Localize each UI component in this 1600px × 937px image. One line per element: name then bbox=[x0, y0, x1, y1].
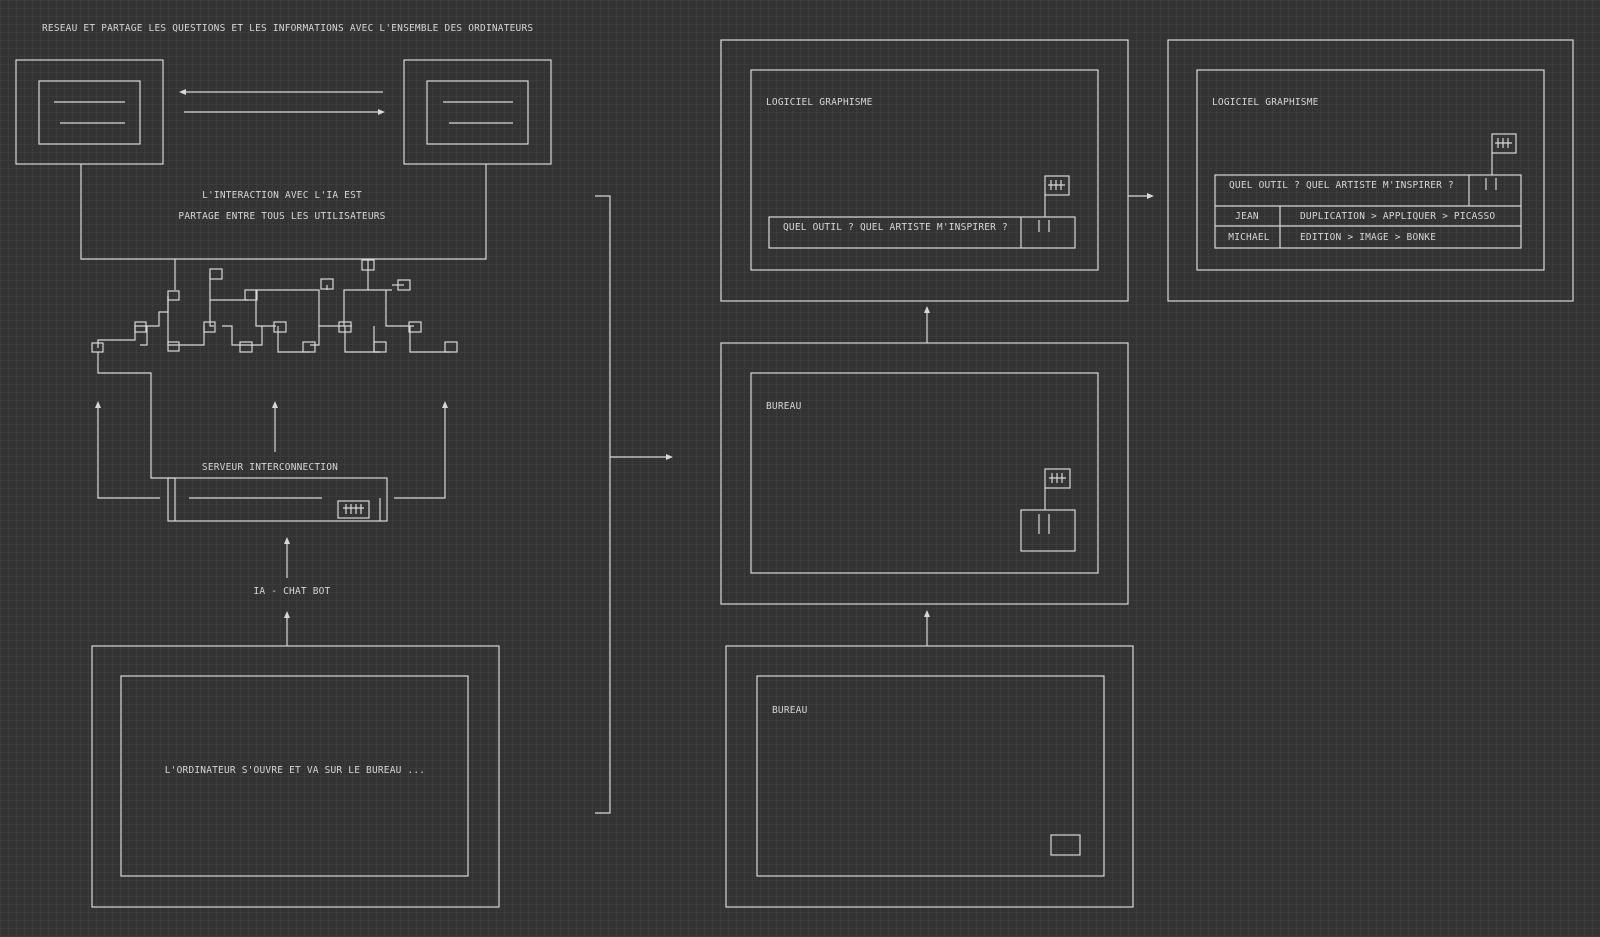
table-row-user: JEAN bbox=[1235, 211, 1259, 222]
interaction-text-line-2: PARTAGE ENTRE TOUS LES UTILISATEURS bbox=[178, 211, 386, 222]
software-1-title: LOGICIEL GRAPHISME bbox=[766, 97, 873, 108]
table-row-path: EDITION > IMAGE > BONKE bbox=[1300, 232, 1437, 243]
software-2-frame bbox=[1167, 39, 1574, 302]
server-connections bbox=[95, 352, 448, 499]
desktop-middle-frame bbox=[720, 342, 1129, 605]
arrow-middle-to-software bbox=[924, 306, 930, 343]
bracket-connector bbox=[595, 195, 673, 814]
server-label: SERVEUR INTERCONNECTION bbox=[201, 462, 339, 473]
interaction-text-line-1: L'INTERACTION AVEC L'IA EST bbox=[202, 190, 362, 201]
exchange-arrows bbox=[179, 89, 385, 115]
table-row-path: DUPLICATION > APPLIQUER > PICASSO bbox=[1300, 211, 1496, 222]
software-2-title: LOGICIEL GRAPHISME bbox=[1212, 97, 1319, 108]
computer-bottom-left bbox=[91, 645, 500, 908]
desktop-bottom-title: BUREAU bbox=[772, 705, 808, 716]
desktop-bottom-frame bbox=[725, 645, 1134, 908]
diagram-title: RESEAU ET PARTAGE LES QUESTIONS ET LES I… bbox=[42, 23, 534, 34]
computer-opening-text: L'ORDINATEUR S'OUVRE ET VA SUR LE BUREAU… bbox=[164, 765, 426, 776]
computer-left bbox=[15, 59, 164, 165]
arrow-software-1-to-2 bbox=[1128, 193, 1154, 199]
software-1-prompt: QUEL OUTIL ? QUEL ARTISTE M'INSPIRER ? bbox=[783, 222, 1008, 233]
chatbot-arrows bbox=[284, 537, 290, 646]
computer-right bbox=[403, 59, 552, 165]
desktop-middle-title: BUREAU bbox=[766, 401, 802, 412]
software-1-frame bbox=[720, 39, 1129, 302]
software-2-prompt: QUEL OUTIL ? QUEL ARTISTE M'INSPIRER ? bbox=[1229, 180, 1454, 191]
arrow-bottom-to-middle bbox=[924, 610, 930, 646]
computer-to-network-lines bbox=[80, 164, 487, 290]
server-box bbox=[167, 477, 388, 522]
chatbot-label: IA - CHAT BOT bbox=[253, 586, 331, 597]
table-row-user: MICHAEL bbox=[1228, 232, 1270, 243]
network-tree bbox=[91, 259, 458, 353]
